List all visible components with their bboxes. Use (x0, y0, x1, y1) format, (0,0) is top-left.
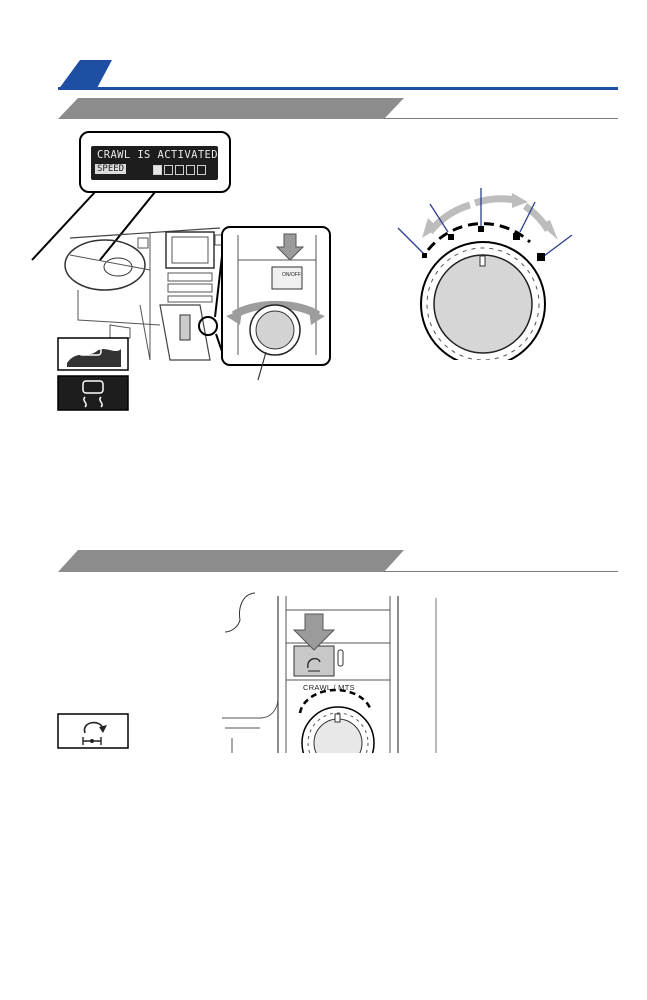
section-header-2 (58, 550, 618, 572)
speed-label: SPEED (95, 164, 127, 174)
press-arrow-icon (275, 233, 305, 261)
vehicle-slip-icon (57, 375, 129, 411)
crawl-activated-message: CRAWL IS ACTIVATED (97, 149, 218, 161)
speed-bar-3 (175, 165, 184, 175)
terrain-mode-icon (57, 337, 129, 371)
crawl-mts-label: CRAWL / MTS (303, 683, 355, 692)
chapter-tab-marker (58, 60, 112, 90)
crawl-speed-dial (397, 188, 573, 360)
onoff-label: ON/OFF (282, 272, 301, 278)
speed-bar-1 (153, 165, 162, 175)
speed-bar-2 (164, 165, 173, 175)
multi-info-display: CRAWL IS ACTIVATED SPEED (91, 146, 218, 180)
chapter-header-graphic (58, 60, 618, 90)
speed-bar-4 (186, 165, 195, 175)
indicator-icons (57, 337, 129, 411)
turn-assist-icon (57, 713, 129, 749)
console-closeup (222, 592, 437, 753)
speed-level-bars (153, 165, 206, 175)
speed-bar-5 (197, 165, 206, 175)
section-header-1 (58, 98, 618, 119)
press-arrow-icon-2 (292, 613, 336, 651)
